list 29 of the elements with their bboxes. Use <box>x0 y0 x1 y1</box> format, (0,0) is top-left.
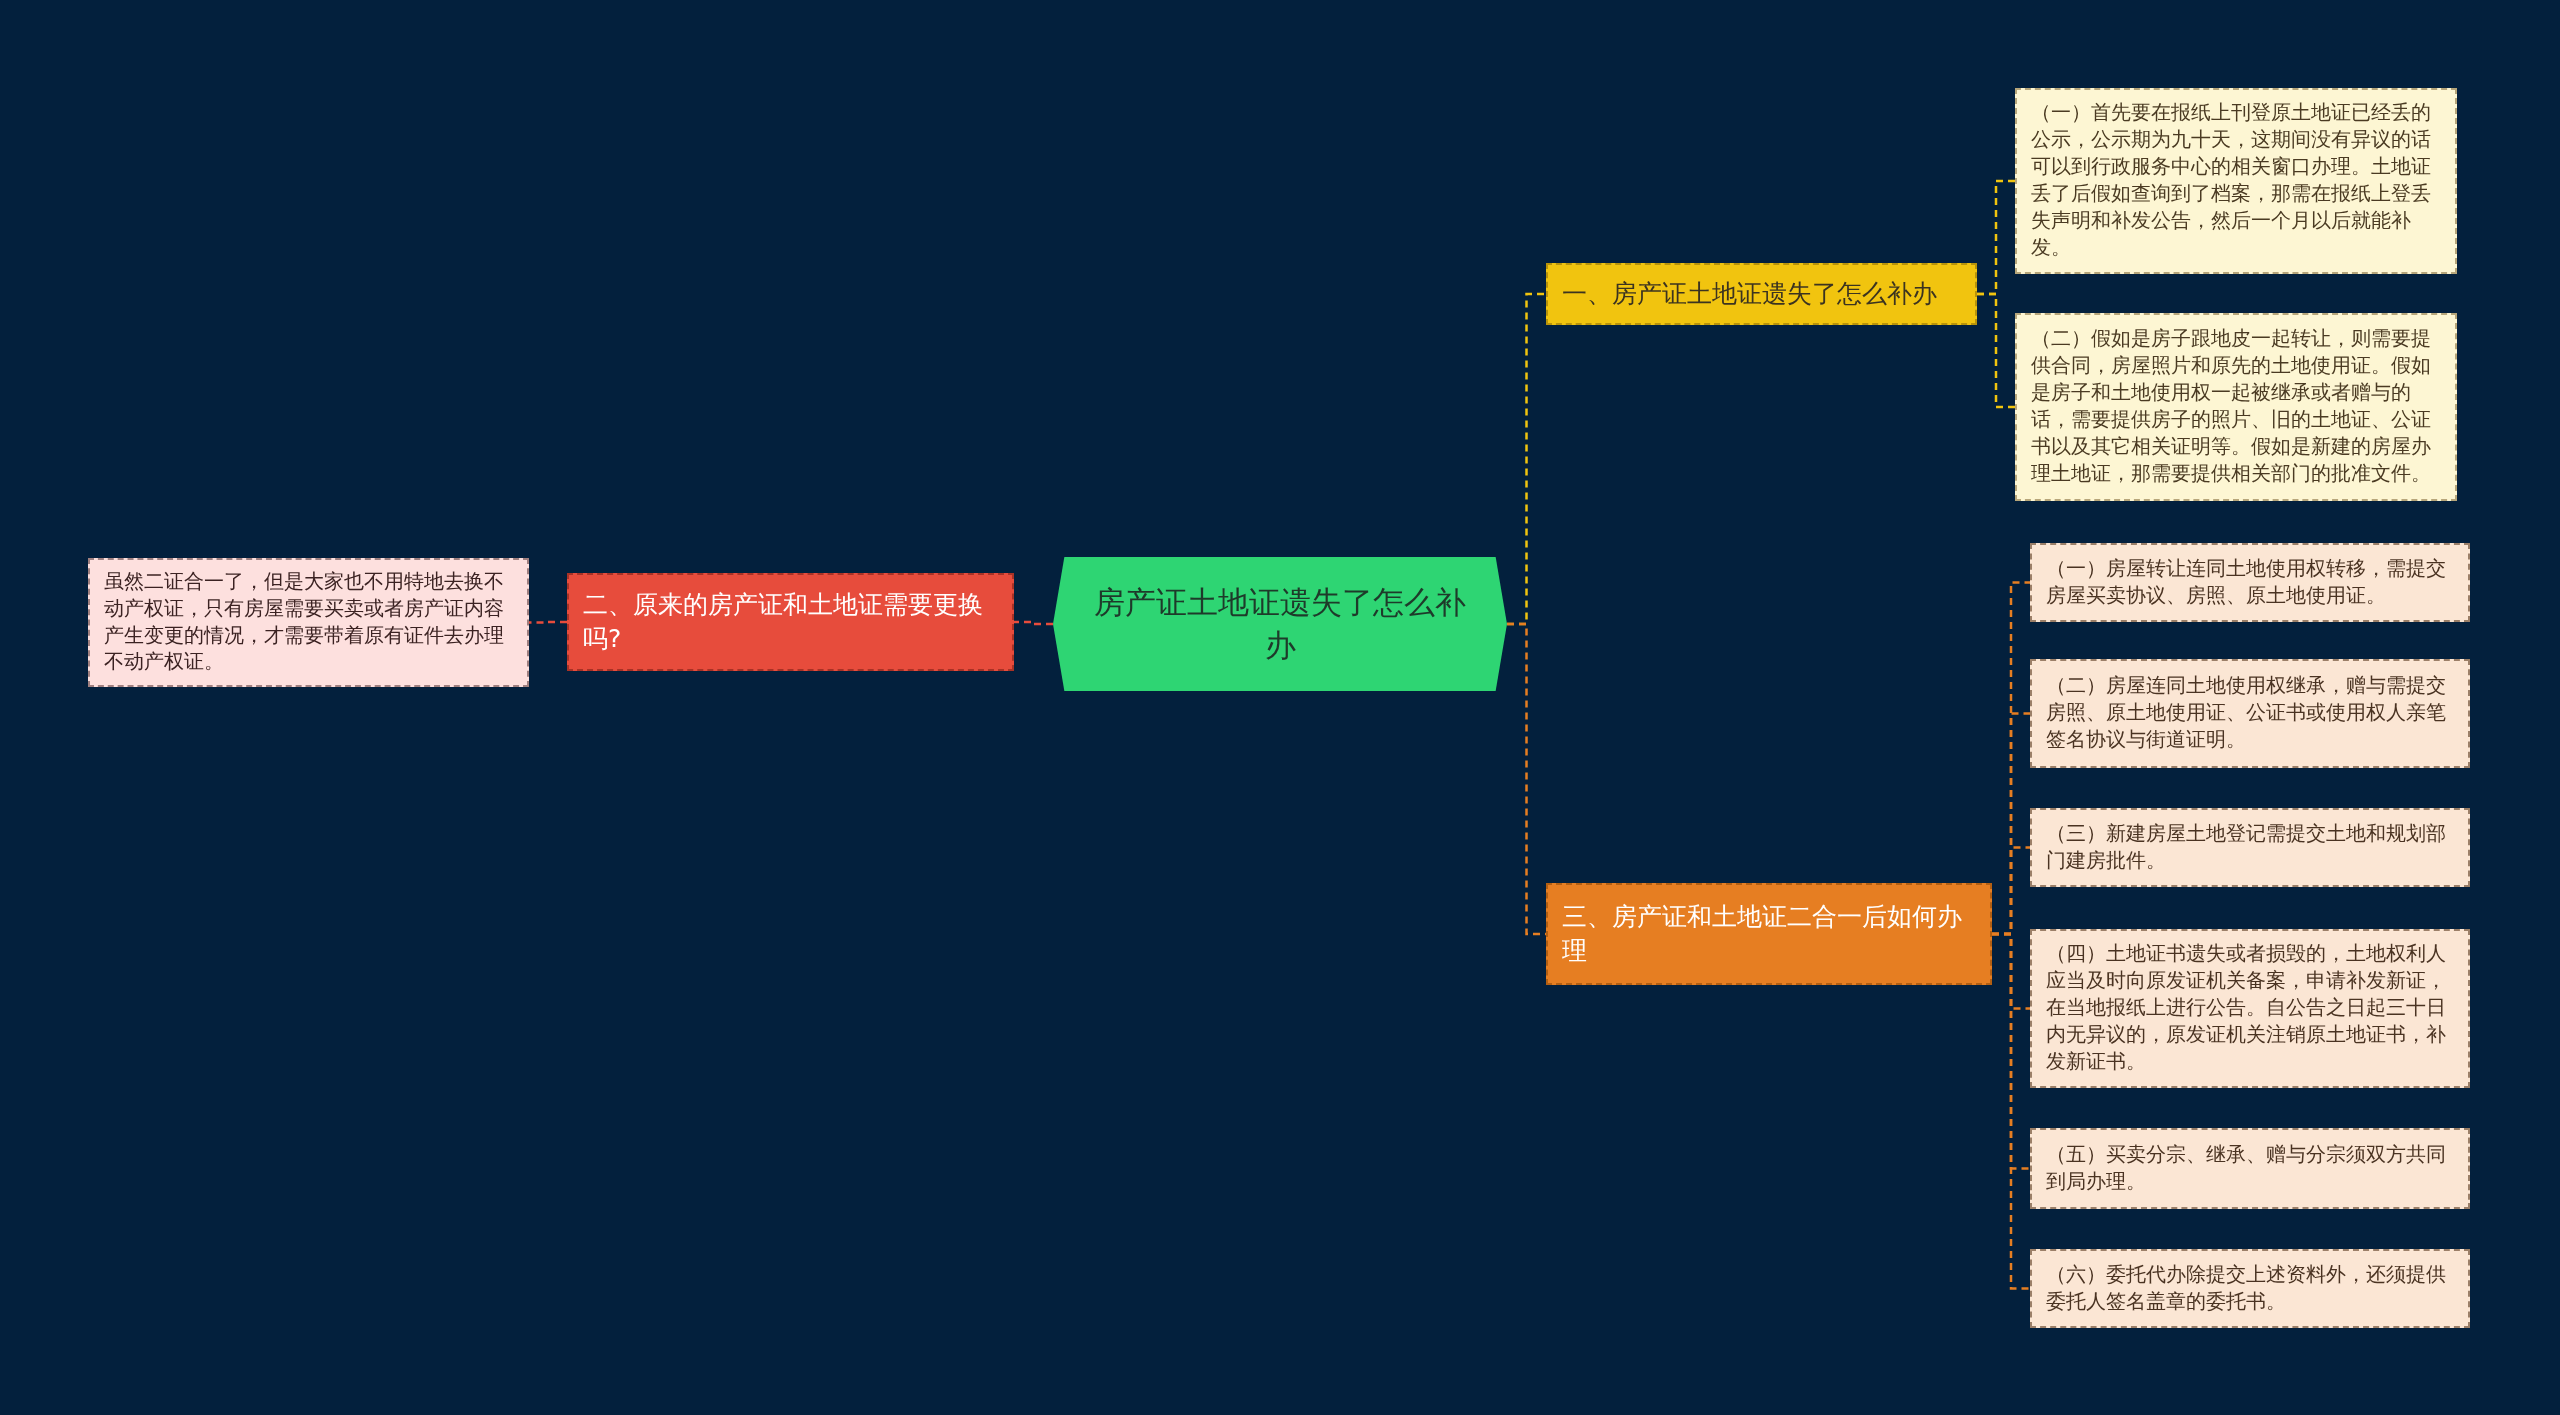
node-text: 二、原来的房产证和土地证需要更换吗? <box>583 588 984 655</box>
note-card <box>2030 1128 2470 1209</box>
note-card <box>2030 1249 2470 1328</box>
branch-topic <box>1546 883 1992 985</box>
note-card <box>2030 808 2470 887</box>
node-text: （五）买卖分宗、继承、赠与分宗须双方共同到局办理。 <box>2046 1141 2447 1195</box>
node-text: 三、房产证和土地证二合一后如何办理 <box>1562 900 1963 967</box>
branch-topic <box>1546 263 1977 325</box>
note-card <box>2030 929 2470 1088</box>
note-card <box>2030 543 2470 622</box>
node-text: （一）房屋转让连同土地使用权转移，需提交房屋买卖协议、房照、原土地使用证。 <box>2046 555 2447 609</box>
node-text: 房产证土地证遗失了怎么补办 <box>1093 583 1467 665</box>
node-text: （四）土地证书遗失或者损毁的，土地权利人应当及时向原发证机关备案，申请补发新证，在当地报纸上进行公告。自公告之日起三十日内无异议的，原发证机关注销原土地证书，补发新证书。 <box>2046 941 2447 1075</box>
connector-line <box>1992 932 2030 1290</box>
branch-topic <box>567 573 1014 671</box>
connector-line <box>529 620 567 624</box>
node-text: 虽然二证合一了，但是大家也不用特地去换不动产权证，只有房屋需要买卖或者房产证内容产生变更的情况，才需要带着原有证件去办理不动产权证。 <box>104 568 505 676</box>
connector-line <box>1014 620 1053 626</box>
node-text: （六）委托代办除提交上述资料外，还须提供委托人签名盖章的委托书。 <box>2046 1261 2447 1315</box>
note-card <box>88 558 529 687</box>
note-card <box>2015 313 2457 501</box>
node-text: （二）假如是房子跟地皮一起转让，则需要提供合同，房屋照片和原先的土地使用证。假如是房子和土地使用权一起被继承或者赠与的话，需要提供房子的照片、旧的土地证、公证书以及其它相关证明等。假如是新建的房屋办理土地证，那需要提供相关部门的批准文件。 <box>2031 326 2432 487</box>
note-card <box>2015 88 2457 274</box>
connector-line <box>1977 292 2015 409</box>
node-text: （二）房屋连同土地使用权继承，赠与需提交房照、原土地使用证、公证书或使用权人亲笔签名协议与街道证明。 <box>2046 673 2447 753</box>
node-text: （三）新建房屋土地登记需提交土地和规划部门建房批件。 <box>2046 820 2447 874</box>
note-card <box>2030 659 2470 768</box>
node-text: （一）首先要在报纸上刊登原土地证已经丢的公示，公示期为九十天，这期间没有异议的话可以到行政服务中心的相关窗口办理。土地证丢了后假如查询到了档案，那需在报纸上登丢失声明和补发公告，然后一个月以后就能补发。 <box>2031 100 2432 261</box>
node-text: 一、房产证土地证遗失了怎么补办 <box>1562 277 1937 310</box>
